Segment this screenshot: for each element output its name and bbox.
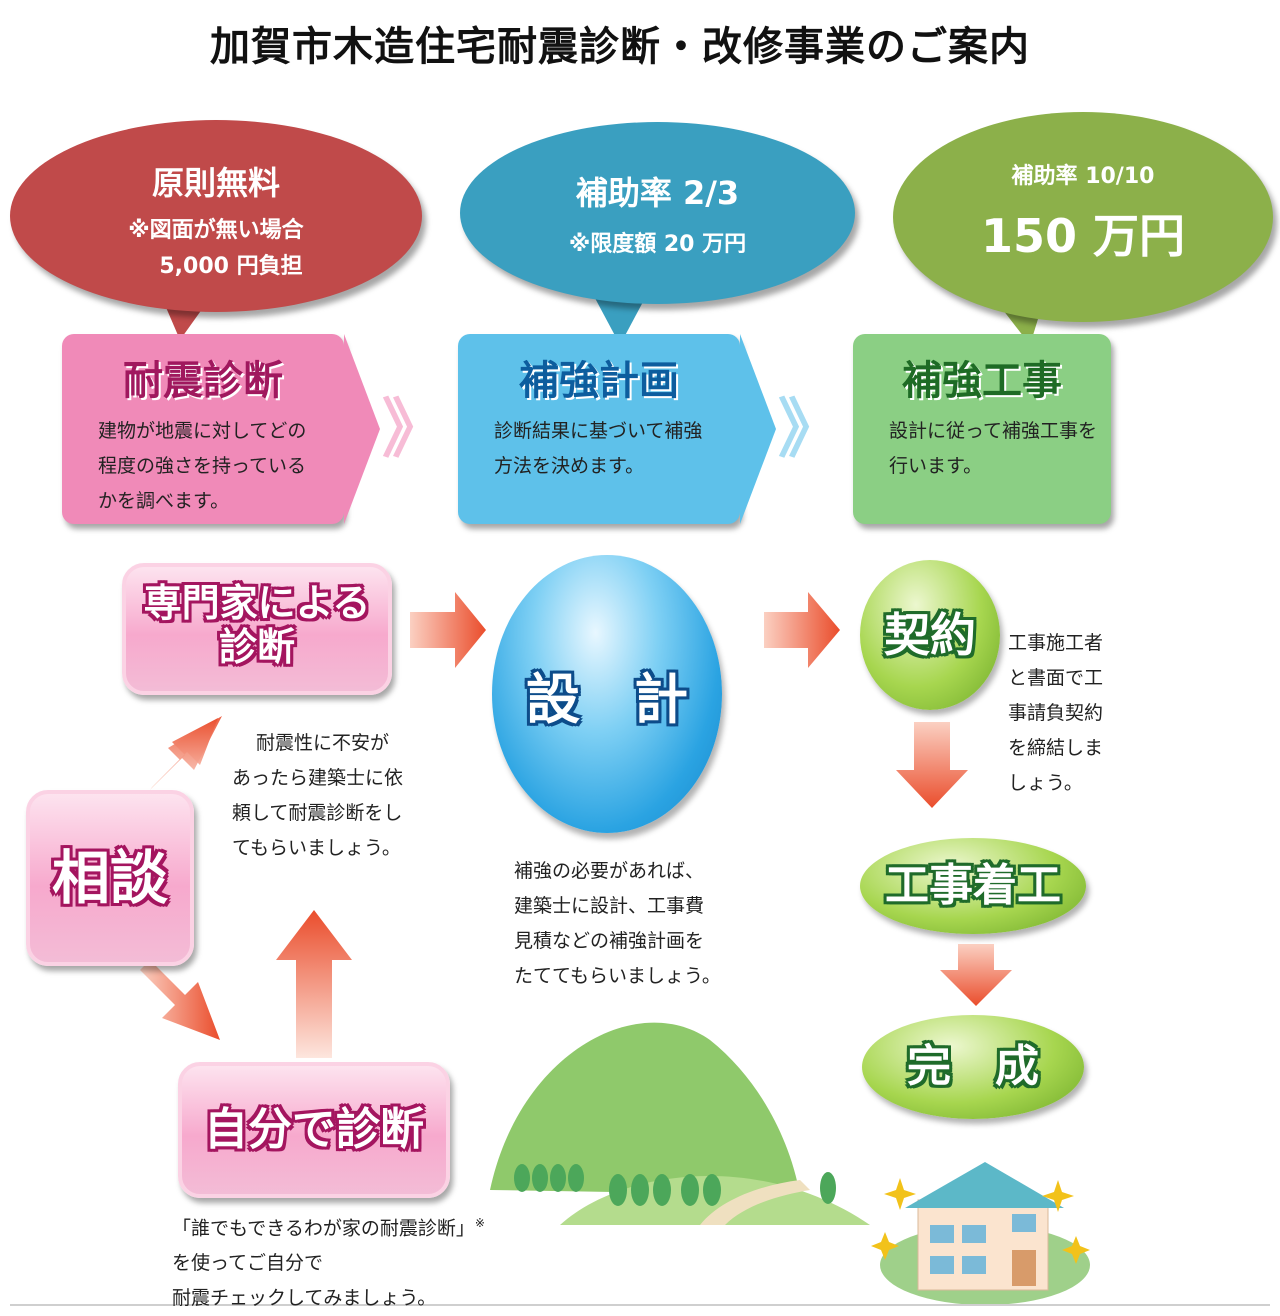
path-illustration bbox=[700, 1180, 810, 1225]
bubble-main-label: 原則無料 bbox=[151, 164, 280, 202]
step-arrow-tip bbox=[344, 334, 380, 524]
bubble-note: ※図面が無い場合 bbox=[128, 218, 304, 243]
contract-note: 工事施工者 と書面で工 事請負契約 を締結しま しょう。 bbox=[1008, 632, 1104, 794]
step-heading: 補強計画 bbox=[519, 358, 679, 404]
step-reinforcement-work: 補強工事 設計に従って補強工事を 行います。 bbox=[853, 334, 1111, 524]
hill-illustration bbox=[490, 1022, 800, 1195]
bubble-main-label: 150 万円 bbox=[980, 209, 1186, 263]
step-description: 建物が地震に対してどの 程度の強さを持っている かを調べます。 bbox=[98, 420, 307, 512]
arrow-right-icon bbox=[410, 592, 486, 668]
step-description: 設計に従って補強工事を 行います。 bbox=[889, 420, 1098, 477]
bubble-note: 補助率 10/10 bbox=[1011, 164, 1155, 189]
work-subsidy-bubble: 補助率 10/10 150 万円 bbox=[893, 112, 1273, 322]
bubble-note: 5,000 円負担 bbox=[159, 254, 303, 279]
arrow-up-right-icon bbox=[140, 716, 222, 800]
consultation-box: 相談 bbox=[26, 790, 194, 966]
arrow-down-right-icon bbox=[140, 960, 220, 1040]
step-seismic-diagnosis: 耐震診断 建物が地震に対してどの 程度の強さを持っている かを調べます。 bbox=[62, 334, 344, 524]
design-note: 補強の必要があれば、 建築士に設計、工事費 見積などの補強計画を たててもらいま… bbox=[514, 860, 721, 987]
step-heading: 補強工事 bbox=[902, 358, 1062, 404]
house-illustration bbox=[880, 1162, 1090, 1305]
arrow-up-icon bbox=[276, 910, 352, 1058]
page-title: 加賀市木造住宅耐震診断・改修事業のご案内 bbox=[210, 24, 1030, 70]
free-diagnosis-bubble: 原則無料 ※図面が無い場合 5,000 円負担 bbox=[10, 120, 422, 312]
footnote-mark: ※ bbox=[474, 1216, 485, 1230]
contract-oval: 契約 bbox=[860, 560, 1000, 710]
self-diagnosis-box: 自分で診断 bbox=[178, 1062, 450, 1198]
arrow-down-icon bbox=[896, 722, 968, 808]
self-diagnosis-note: 「誰でもできるわが家の耐震診断」※ を使ってご自分で 耐震チェックしてみましょう… bbox=[172, 1216, 485, 1310]
completion-oval: 完 成 bbox=[862, 1015, 1084, 1119]
step-heading: 耐震診断 bbox=[123, 358, 283, 404]
step-reinforcement-plan: 補強計画 診断結果に基づいて補強 方法を決めます。 bbox=[458, 334, 740, 524]
construction-start-oval: 工事着工 bbox=[860, 838, 1086, 934]
arrow-down-icon bbox=[940, 944, 1012, 1006]
design-label: 設 計 bbox=[526, 668, 688, 731]
plan-subsidy-bubble: 補助率 2/3 ※限度額 20 万円 bbox=[460, 122, 855, 304]
arrow-right-icon bbox=[764, 592, 840, 668]
design-sphere: 設 計 bbox=[492, 555, 722, 833]
expert-diagnosis-box: 専門家による 診断 bbox=[122, 563, 392, 695]
expert-note: 耐震性に不安が あったら建築士に依 頼して耐震診断をし てもらいましょう。 bbox=[232, 732, 404, 859]
sparkle-icon bbox=[871, 1178, 1090, 1264]
bubble-main-label: 補助率 2/3 bbox=[575, 174, 740, 212]
bubble-note: ※限度額 20 万円 bbox=[568, 232, 747, 257]
step-arrow-tip bbox=[740, 334, 776, 524]
step-description: 診断結果に基づいて補強 方法を決めます。 bbox=[494, 420, 703, 477]
tree-icon bbox=[514, 1164, 836, 1206]
